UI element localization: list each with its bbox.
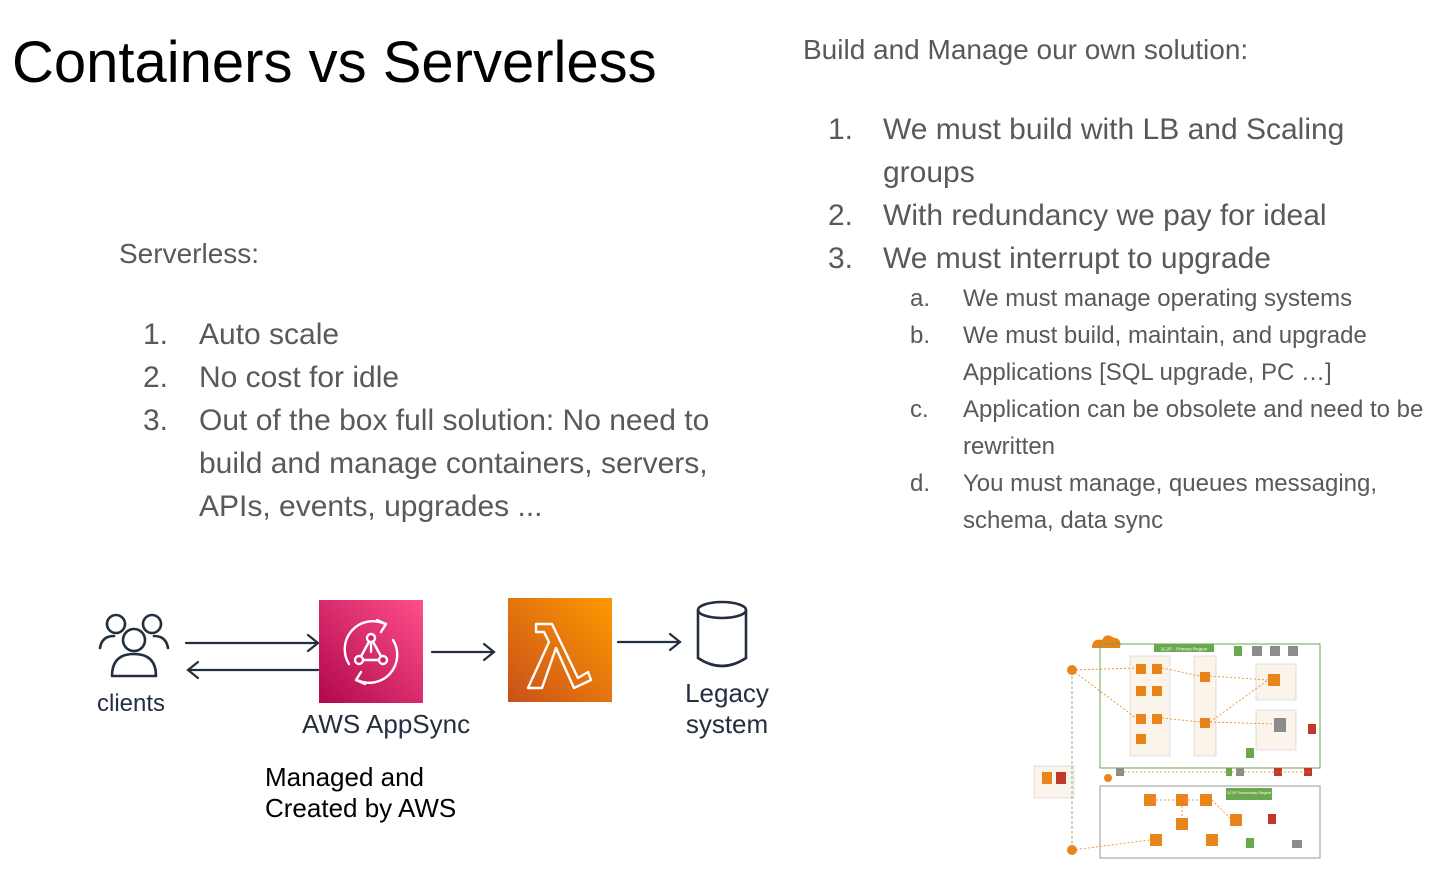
architecture-diagram-thumbnail: 2C2P - Primary Region 2C2P Secondary Reg… — [1030, 628, 1322, 860]
bidirectional-arrows — [184, 633, 320, 680]
build-sub-list: a. We must manage operating systems b. W… — [910, 280, 1430, 539]
build-item: 3. We must interrupt to upgrade — [828, 237, 1388, 280]
build-subitem: d. You must manage, queues messaging, sc… — [910, 465, 1430, 539]
build-subitem: c. Application can be obsolete and need … — [910, 391, 1430, 465]
serverless-item-text: Auto scale — [199, 318, 340, 351]
serverless-item-text: No cost for idle — [199, 361, 400, 394]
build-subitem-letter: d. — [910, 470, 931, 497]
build-subitem-text: You must manage, queues messaging, schem… — [963, 470, 1378, 534]
database-icon — [696, 600, 748, 668]
serverless-item-number: 1. — [143, 318, 169, 351]
build-subitem-text: We must build, maintain, and upgrade App… — [963, 322, 1367, 386]
build-heading: Build and Manage our own solution: — [803, 34, 1249, 65]
build-item-text: With redundancy we pay for ideal — [883, 199, 1327, 232]
serverless-item-text: Out of the box full solution: No need to… — [199, 404, 710, 523]
arrow-right-icon — [616, 632, 682, 652]
secondary-region-label: 2C2P Secondary Region — [1227, 790, 1271, 795]
build-subitem-letter: b. — [910, 322, 931, 349]
build-item: 2. With redundancy we pay for ideal — [828, 194, 1388, 237]
serverless-list: 1. Auto scale 2. No cost for idle 3. Out… — [143, 313, 743, 528]
build-list: 1. We must build with LB and Scaling gro… — [828, 108, 1388, 280]
build-subitem: a. We must manage operating systems — [910, 280, 1430, 317]
build-item: 1. We must build with LB and Scaling gro… — [828, 108, 1388, 194]
serverless-item: 1. Auto scale — [143, 313, 743, 356]
build-item-text: We must interrupt to upgrade — [883, 242, 1271, 275]
build-item-number: 3. — [828, 242, 854, 275]
slide-title: Containers vs Serverless — [12, 30, 657, 95]
build-item-text: We must build with LB and Scaling groups — [883, 113, 1345, 189]
serverless-heading: Serverless: — [119, 238, 260, 269]
primary-region-label: 2C2P - Primary Region — [1161, 647, 1208, 652]
build-item-number: 1. — [828, 113, 854, 146]
build-subitem-letter: c. — [910, 396, 929, 423]
serverless-item-number: 2. — [143, 361, 169, 394]
build-subitem-text: Application can be obsolete and need to … — [963, 396, 1424, 460]
serverless-item: 2. No cost for idle — [143, 356, 743, 399]
build-item-number: 2. — [828, 199, 854, 232]
build-subitem: b. We must build, maintain, and upgrade … — [910, 317, 1430, 391]
serverless-item-number: 3. — [143, 404, 169, 437]
serverless-item: 3. Out of the box full solution: No need… — [143, 399, 743, 528]
build-subitem-text: We must manage operating systems — [963, 285, 1353, 312]
appsync-label: AWS AppSync — [302, 709, 471, 739]
legacy-system-label: Legacy system — [685, 678, 769, 739]
appsync-tile — [319, 600, 423, 703]
users-icon — [98, 613, 170, 678]
lambda-tile — [508, 598, 612, 702]
build-subitem-letter: a. — [910, 285, 931, 312]
arrow-right-icon — [430, 642, 496, 662]
appsync-icon — [343, 618, 399, 686]
lambda-icon — [526, 622, 593, 690]
managed-by-aws-label: Managed and Created by AWS — [265, 762, 457, 823]
clients-label: clients — [97, 690, 166, 717]
